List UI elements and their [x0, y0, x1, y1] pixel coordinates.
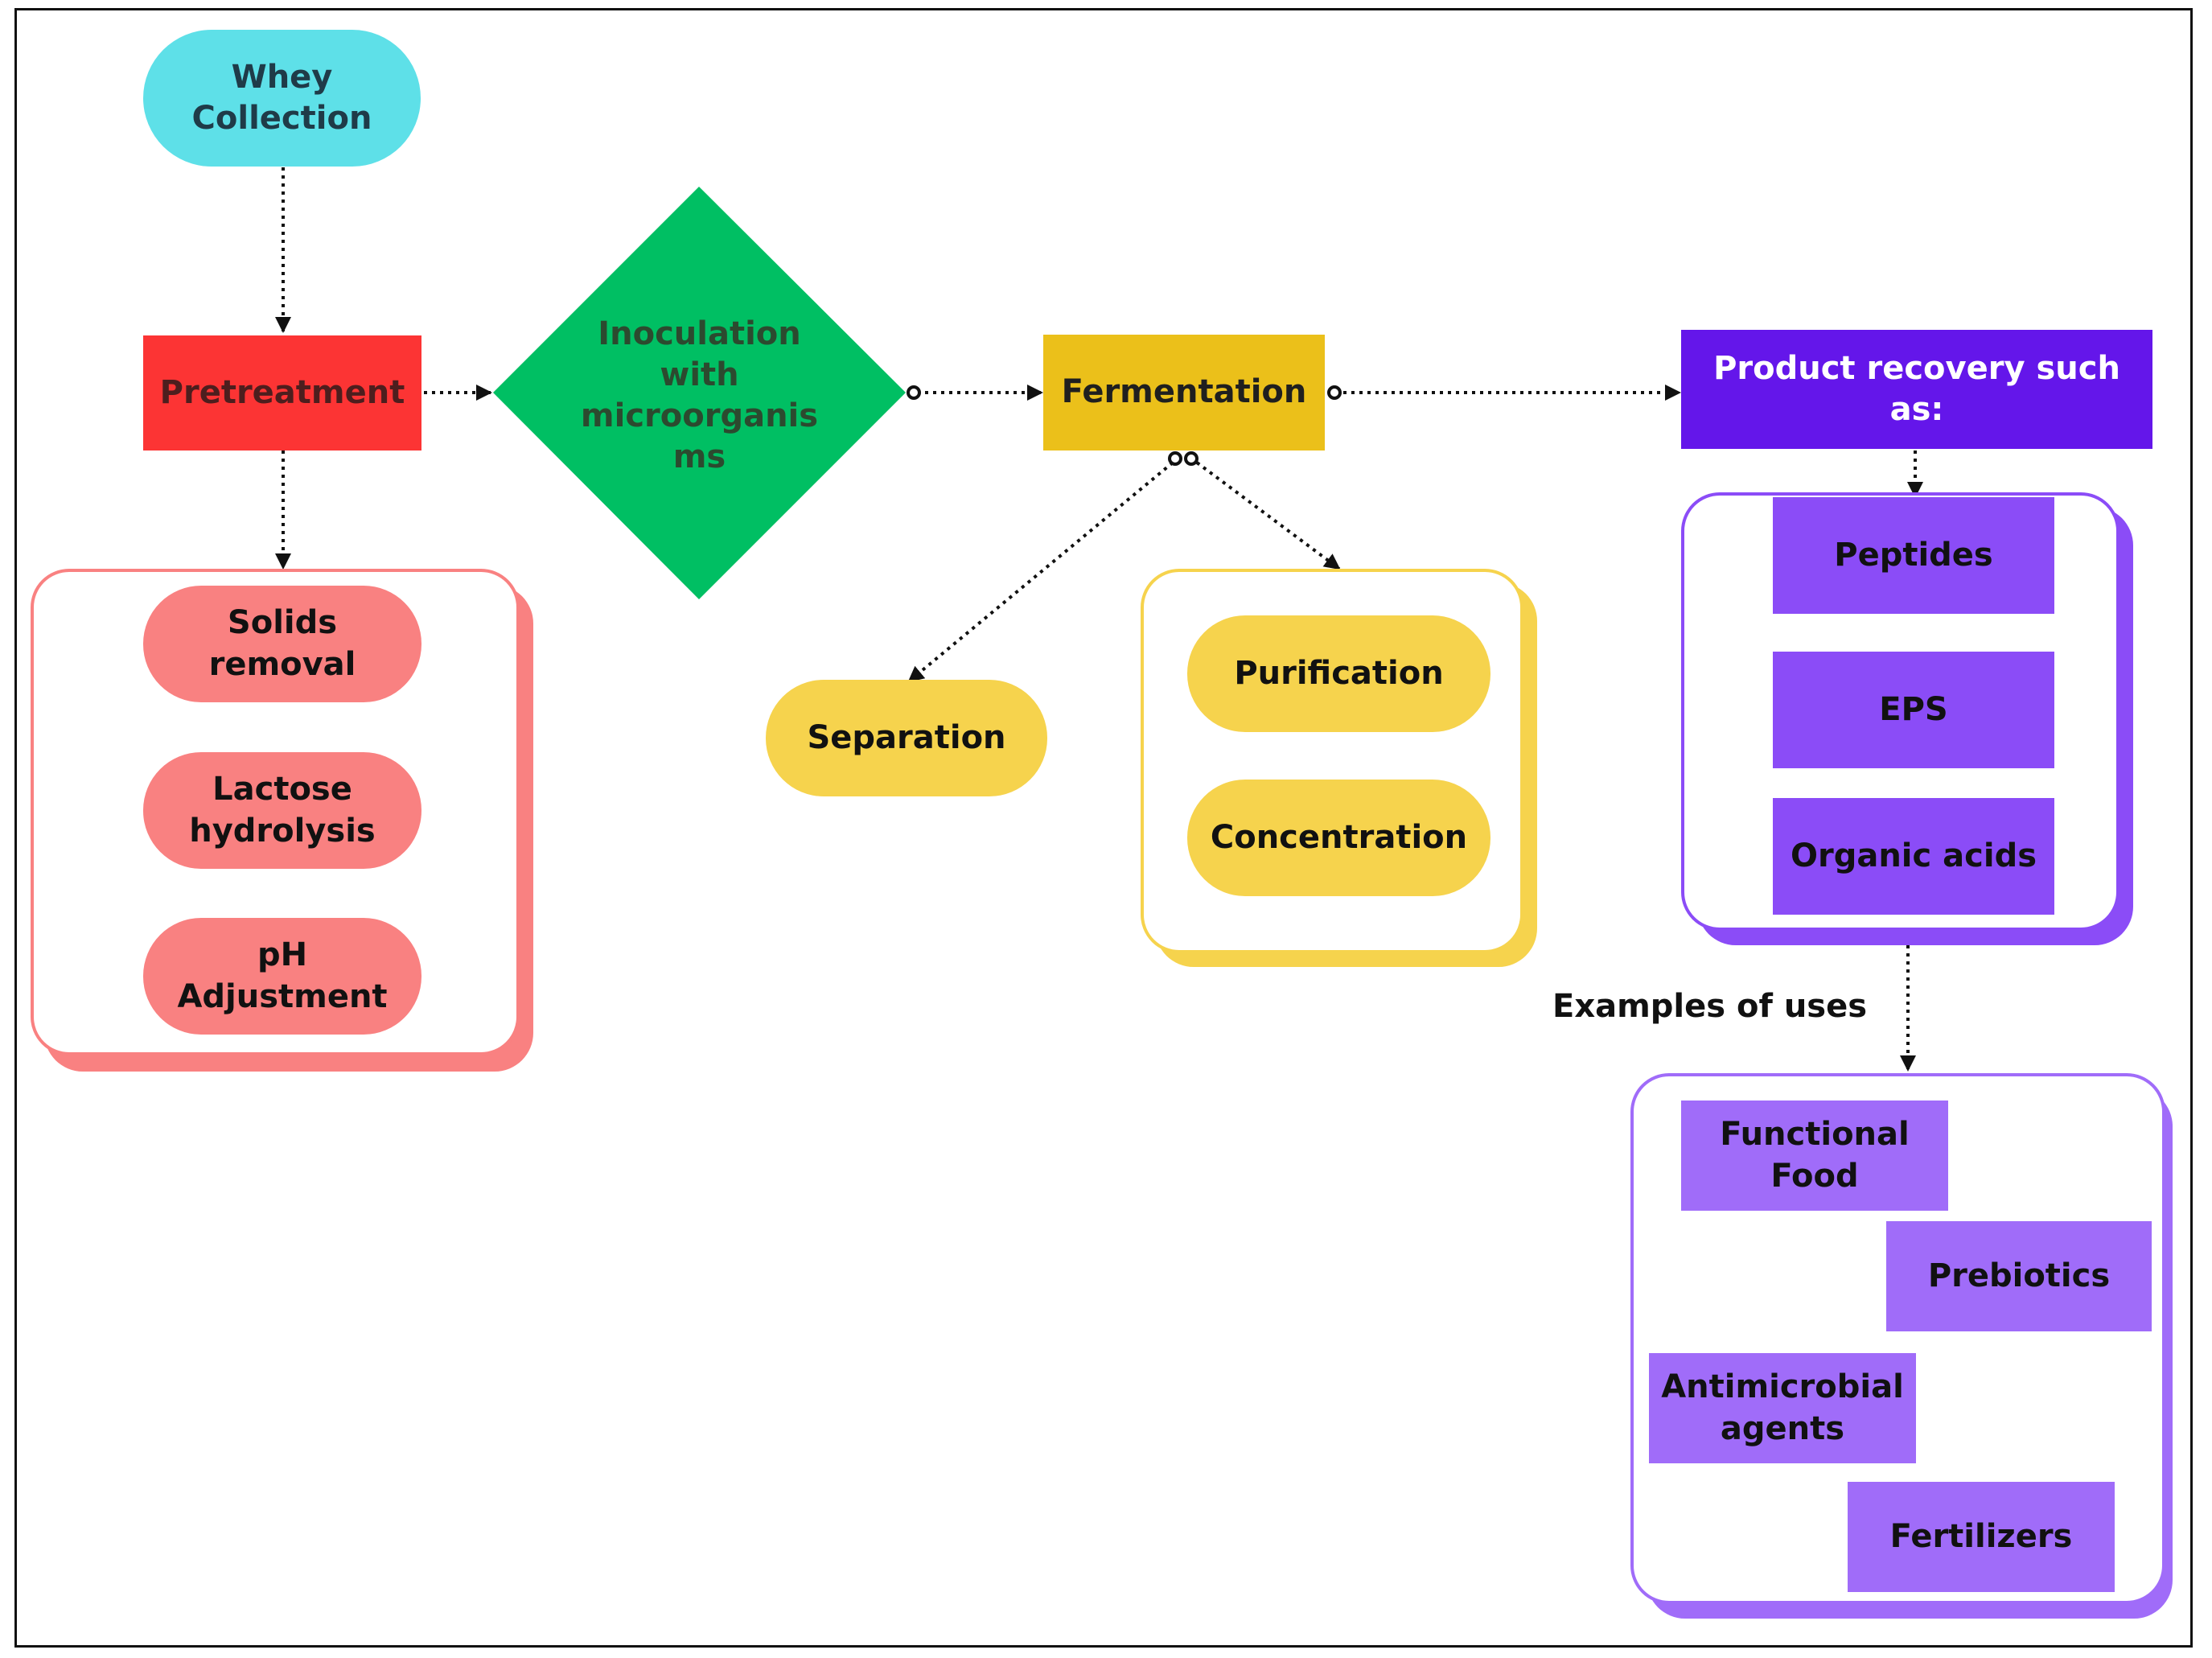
arrow-fermentation-to-separation	[907, 461, 1174, 683]
step-lactose-hydrolysis: Lactose hydrolysis	[143, 752, 421, 869]
product-organic-acids: Organic acids	[1773, 798, 2054, 915]
diagram-frame	[14, 8, 2193, 1648]
connector-dot	[1327, 385, 1342, 400]
use-functional-food: Functional Food	[1681, 1101, 1948, 1211]
product-eps: EPS	[1773, 652, 2054, 768]
arrow-fermentation-to-downstream	[1195, 461, 1341, 570]
node-pretreatment: Pretreatment	[143, 335, 421, 450]
inoculation-diamond-shape	[493, 187, 906, 599]
connector-dot	[1168, 451, 1182, 466]
connector-dot	[907, 385, 921, 400]
node-fermentation: Fermentation	[1043, 335, 1325, 450]
step-concentration: Concentration	[1187, 780, 1490, 896]
connector-dot	[1184, 451, 1199, 466]
node-inoculation: Inoculation with microorganis ms	[493, 187, 906, 599]
node-whey-collection: Whey Collection	[143, 30, 421, 167]
use-antimicrobial-agents: Antimicrobial agents	[1649, 1353, 1916, 1463]
step-ph-adjustment: pH Adjustment	[143, 918, 421, 1035]
node-separation: Separation	[766, 680, 1047, 796]
step-purification: Purification	[1187, 615, 1490, 732]
use-prebiotics: Prebiotics	[1886, 1221, 2152, 1331]
inoculation-label: Inoculation with microorganis ms	[580, 315, 819, 476]
product-peptides: Peptides	[1773, 497, 2054, 614]
step-solids-removal: Solids removal	[143, 586, 421, 702]
uses-caption: Examples of uses	[1552, 988, 1868, 1025]
use-fertilizers: Fertilizers	[1848, 1482, 2115, 1592]
node-product-recovery: Product recovery such as:	[1681, 330, 2152, 449]
